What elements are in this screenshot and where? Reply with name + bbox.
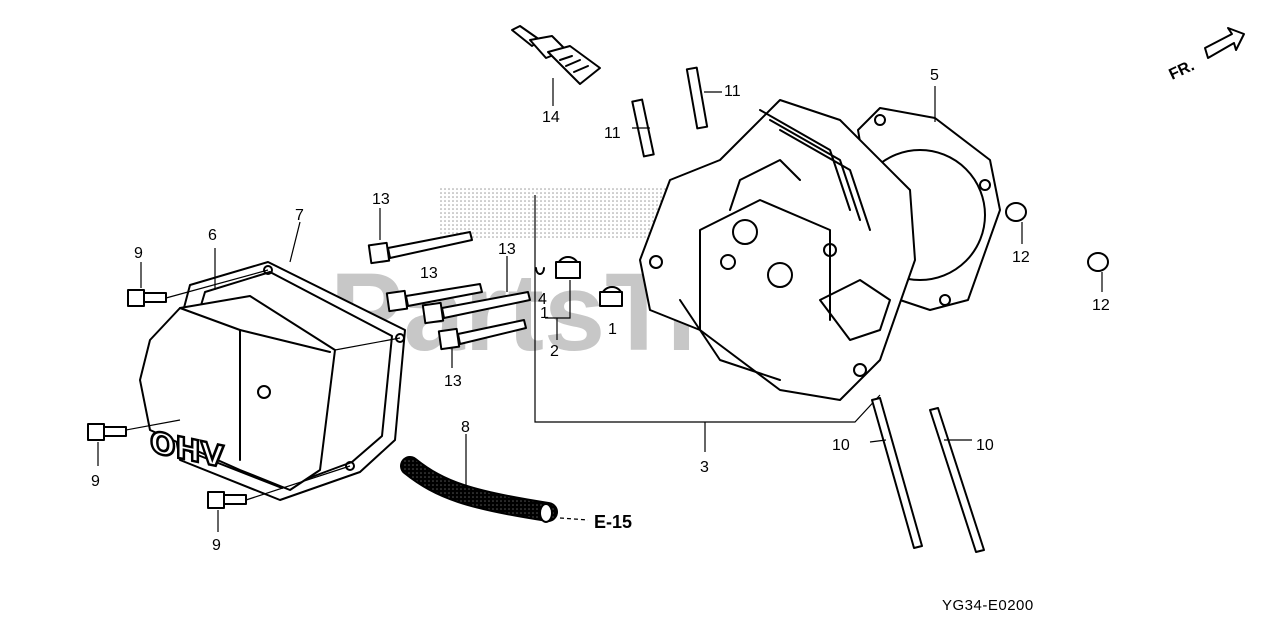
callout-3: 3	[700, 459, 709, 476]
stud-11-a[interactable]	[631, 98, 655, 158]
valve-cover[interactable]: OHV	[139, 295, 336, 491]
stud-11-b[interactable]	[685, 66, 722, 130]
reference-e15[interactable]: E-15	[594, 512, 632, 532]
callout-7: 7	[295, 207, 304, 224]
o-ring[interactable]	[535, 267, 545, 275]
callout-11-b: 11	[724, 83, 741, 100]
head-bolt-13-c[interactable]	[421, 291, 531, 325]
callout-14: 14	[542, 109, 560, 126]
front-label: FR.	[1167, 57, 1198, 83]
cylinder-head[interactable]	[639, 99, 916, 401]
head-bolt-13-b[interactable]	[385, 283, 483, 313]
callout-10-a: 10	[832, 437, 850, 454]
callout-9-c: 9	[212, 537, 221, 554]
head-bolt-13-a[interactable]	[367, 231, 473, 265]
spark-plug[interactable]	[511, 25, 601, 106]
bolt-9-b[interactable]	[87, 423, 127, 441]
callout-1-a: 1	[540, 305, 549, 322]
callout-4: 4	[538, 291, 547, 308]
callout-5: 5	[930, 67, 939, 84]
callout-13-b: 13	[420, 265, 438, 282]
callout-6: 6	[208, 227, 217, 244]
cap-12-a[interactable]	[1005, 202, 1027, 222]
cap-12-b[interactable]	[1087, 252, 1109, 272]
front-arrow: FR.	[1167, 27, 1245, 84]
callout-1-b: 1	[608, 321, 617, 338]
head-bolt-13-d[interactable]	[437, 319, 527, 351]
bolt-9-a[interactable]	[127, 289, 167, 307]
dowel-pin-b[interactable]	[599, 286, 623, 307]
assy-bracket	[534, 195, 881, 423]
callout-9-a: 9	[134, 245, 143, 262]
callout-13-c: 13	[498, 241, 516, 258]
stud-10-b[interactable]	[929, 407, 985, 553]
callout-10-b: 10	[976, 437, 994, 454]
breather-tube[interactable]	[400, 456, 558, 523]
dowel-pin-a[interactable]	[555, 256, 581, 279]
diagram-code: YG34-E0200	[942, 597, 1034, 614]
callout-9-b: 9	[91, 473, 100, 490]
callout-12-a: 12	[1012, 249, 1030, 266]
callout-13-d: 13	[444, 373, 462, 390]
callout-13-a: 13	[372, 191, 390, 208]
callout-2: 2	[550, 343, 559, 360]
stud-10-a[interactable]	[869, 397, 923, 549]
callout-12-b: 12	[1092, 297, 1110, 314]
bolt-9-c[interactable]	[207, 491, 247, 509]
callout-8: 8	[461, 419, 470, 436]
callout-11-a: 11	[604, 125, 621, 142]
